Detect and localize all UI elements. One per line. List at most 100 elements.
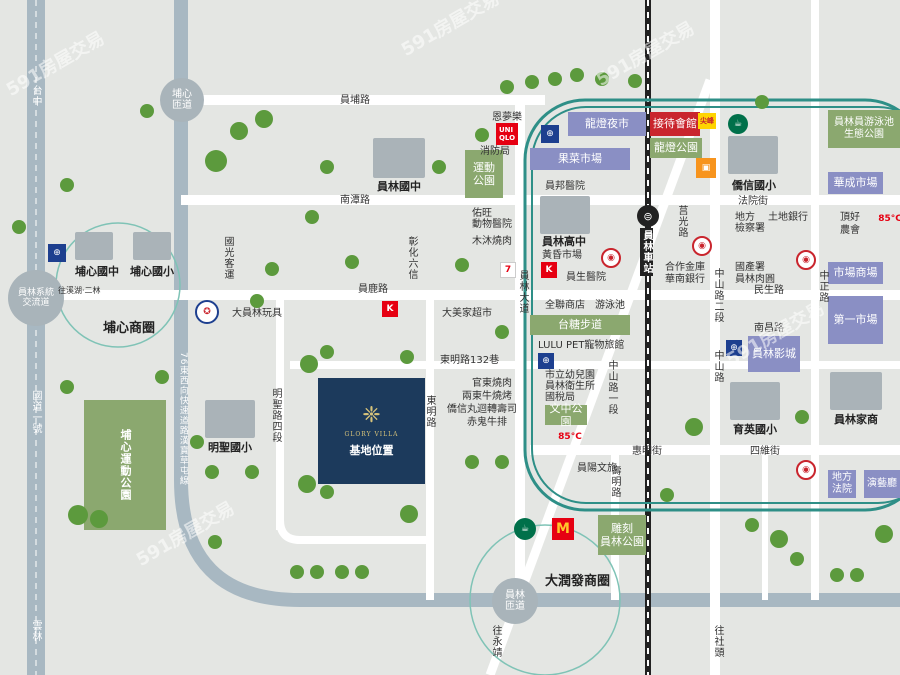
puxin-elementary: 埔心國小 (130, 265, 174, 278)
diaoke-park: 雕刻 員林公園 (598, 515, 646, 555)
puxin-sport-park: 埔心運動公園 (84, 400, 166, 530)
tree-icon (525, 75, 539, 89)
tree-icon (495, 455, 509, 469)
mcdonalds-icon: M (552, 518, 574, 540)
sport-park: 運動 公園 (465, 150, 503, 198)
poi-kindergarten: 市立幼兒園 (545, 370, 595, 381)
expressway-76 (174, 0, 900, 607)
longyan-park: 龍燈公園 (650, 138, 702, 158)
dongming-road-label: 東明路 (424, 395, 435, 428)
poi-wellcome: 頂好 (840, 212, 860, 223)
yuanlin-ramp: 員林 匝道 (492, 578, 538, 624)
bank-icon: ◉ (796, 460, 816, 480)
loop-outer (523, 98, 900, 512)
first-market: 第一市場 (828, 296, 883, 344)
poi-pxmart: 全聯商店 (545, 300, 585, 311)
tree-icon (255, 110, 273, 128)
poi-health-center: 員林衛生所 (545, 381, 595, 392)
85c-icon: 85°C (878, 214, 900, 224)
tree-icon (250, 294, 264, 308)
tree-icon (12, 220, 26, 234)
darun-district: 大潤發商圈 (545, 574, 611, 589)
gongguang-label: 莒光路 (676, 205, 687, 238)
tree-icon (400, 505, 418, 523)
site-location[interactable]: ❈ GLORY VILLA 基地位置 (318, 378, 425, 484)
poi-hotel: 員陽文旅 (577, 463, 617, 474)
tree-icon (205, 150, 227, 172)
puxin-ramp: 埔心 匝道 (160, 78, 204, 122)
zhongzheng-label: 中正路 (817, 270, 828, 303)
expressway-label: 76東西向快速道路漢寶草屯線 (177, 352, 188, 486)
guoguang-label: 國光客運 (222, 236, 233, 280)
tree-icon (495, 325, 509, 339)
freeway-road (27, 0, 45, 675)
darun-ring (469, 524, 621, 675)
tree-icon (208, 535, 222, 549)
poi-supermarket: 大美家超市 (442, 308, 492, 319)
tree-icon (90, 510, 108, 528)
tree-icon (570, 68, 584, 82)
tree-icon (245, 465, 259, 479)
cinema: 員林影城 (748, 336, 800, 372)
site-name-en: GLORY VILLA (344, 430, 399, 438)
store-icon: ▣ (696, 158, 716, 178)
tree-icon (500, 80, 514, 94)
taichung-label: 台中 (30, 85, 41, 107)
tree-icon (355, 565, 369, 579)
xinyi-elementary: 僑信國小 (732, 179, 776, 192)
pool-park: 員林員游泳池 生態公園 (828, 110, 900, 148)
pxmart-icon: ⊕ (538, 353, 554, 369)
tree-icon (455, 258, 469, 272)
yuanlu-road-label: 員鹿路 (358, 284, 388, 295)
poi-enmengle: 恩夢樂 (492, 112, 522, 123)
starbucks-icon: ☕ (514, 518, 536, 540)
poi-mumu: 木沐燒肉 (472, 236, 512, 247)
yuanlin-high: 員林高中 (542, 235, 586, 248)
police-icon: ✪ (195, 300, 219, 324)
tree-icon (190, 435, 204, 449)
pxmart-icon: ⊕ (541, 125, 559, 143)
zhongshan2-label: 中山路二段 (712, 268, 723, 323)
tree-icon (830, 568, 844, 582)
sinyi-icon: 尖峰 (698, 113, 716, 129)
poi-vet: 佑旺 動物醫院 (472, 208, 512, 230)
poi-fire-station: 消防局 (480, 146, 510, 157)
loop-inner (531, 106, 900, 504)
site-logo: ❈ (362, 402, 381, 428)
tree-icon (660, 488, 674, 502)
school-building-icon (540, 196, 590, 234)
freeway1-label: 國道一號 (30, 390, 41, 434)
taitang-trail: 台糖步道 (530, 315, 630, 335)
school-building-icon (373, 138, 425, 178)
uniqlo-icon: UNI QLO (496, 123, 518, 145)
nanchang-road-label: 南昌路 (754, 323, 784, 334)
school-building-icon (133, 232, 171, 260)
tree-icon (305, 210, 319, 224)
zhongshan-label: 中山路 (712, 350, 723, 383)
tree-icon (298, 475, 316, 493)
station-label: 員林車站 (640, 228, 653, 276)
school-building-icon (728, 136, 778, 174)
tree-icon (745, 518, 759, 532)
tree-icon (205, 465, 219, 479)
tree-icon (685, 418, 703, 436)
theater: 演藝廳 (864, 470, 900, 498)
poi-liangniu: 兩東牛燒烤 (462, 391, 512, 402)
school-building-icon (205, 400, 255, 438)
school-building-icon (830, 372, 882, 410)
poi-chigui: 赤鬼牛排 (467, 417, 507, 428)
tree-icon (60, 380, 74, 394)
to-xihu-label: 往溪湖·二林 (58, 286, 101, 295)
tree-icon (628, 74, 642, 88)
mingsheng-elementary: 明聖國小 (208, 441, 252, 454)
yuying-elementary: 育英國小 (733, 423, 777, 436)
seven-eleven-icon: 7 (500, 262, 516, 278)
tree-icon (335, 565, 349, 579)
yunlin-label: 雲林 (30, 620, 41, 642)
zhongshan1-label: 中山路一段 (606, 360, 617, 415)
poi-property-office: 國產署 (735, 262, 765, 273)
huacheng-market: 華成市場 (828, 172, 883, 194)
tree-icon (465, 455, 479, 469)
yuanpu-road-label: 員埔路 (340, 95, 370, 106)
shouming-label: 壽明路 (609, 465, 620, 498)
